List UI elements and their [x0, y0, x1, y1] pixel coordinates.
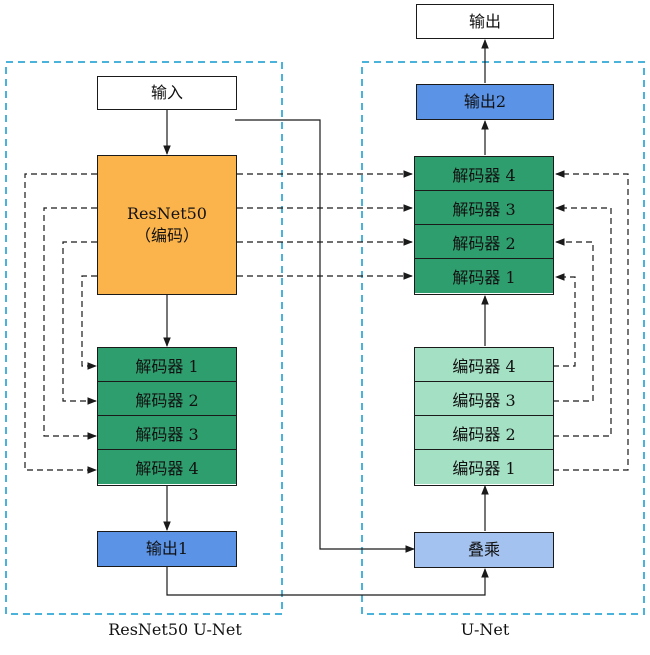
final-output-label: 输出 — [468, 11, 501, 31]
encoder-title: ResNet50 — [127, 204, 207, 224]
output2-label: 输出2 — [463, 92, 507, 112]
resnet-decoder-1: 解码器 1 — [98, 348, 236, 382]
arrow-output1-to-multiply — [166, 567, 489, 596]
unet-encoder-stack: 编码器 4 编码器 3 编码器 2 编码器 1 — [414, 347, 554, 486]
unet-encoder-3: 编码器 3 — [415, 382, 553, 416]
input-label: 输入 — [150, 83, 183, 103]
skip-left-3 — [62, 241, 97, 405]
output2-box: 输出2 — [416, 84, 554, 120]
right-panel-border — [361, 61, 645, 615]
right-panel-caption: U-Net — [460, 620, 510, 639]
skip-right-4 — [553, 170, 629, 471]
unet-encoder-1: 编码器 1 — [415, 450, 553, 484]
unet-decoder-3: 解码器 3 — [415, 191, 553, 225]
unet-decoder-stack: 解码器 4 解码器 3 解码器 2 解码器 1 — [414, 156, 554, 295]
skip-left-4 — [81, 275, 97, 370]
final-output-box: 输出 — [416, 4, 554, 39]
skip-left-1 — [24, 173, 97, 474]
resnet50-encoder-box: ResNet50 （编码） — [97, 155, 237, 295]
multiply-box: 叠乘 — [414, 532, 554, 568]
skip-right-2 — [553, 238, 594, 402]
unet-decoder-1: 解码器 1 — [415, 259, 553, 293]
encoder-subtitle: （编码） — [134, 226, 199, 245]
unet-encoder-4: 编码器 4 — [415, 348, 553, 382]
multiply-label: 叠乘 — [467, 540, 500, 560]
input-box: 输入 — [97, 76, 237, 110]
skip-right-1 — [553, 273, 576, 367]
resnet-decoder-stack: 解码器 1 解码器 2 解码器 3 解码器 4 — [97, 347, 237, 486]
skip-left-2 — [43, 207, 97, 440]
output1-box: 输出1 — [97, 531, 237, 567]
unet-decoder-4: 解码器 4 — [415, 157, 553, 191]
left-panel-caption: ResNet50 U-Net — [108, 620, 242, 639]
resnet-decoder-2: 解码器 2 — [98, 382, 236, 416]
resnet-decoder-3: 解码器 3 — [98, 416, 236, 450]
unet-encoder-2: 编码器 2 — [415, 416, 553, 450]
unet-decoder-2: 解码器 2 — [415, 225, 553, 259]
left-panel-border — [5, 61, 283, 615]
skip-right-3 — [553, 204, 612, 437]
arrow-input-to-multiply — [235, 119, 415, 553]
resnet-decoder-4: 解码器 4 — [98, 450, 236, 484]
output1-label: 输出1 — [145, 539, 189, 559]
